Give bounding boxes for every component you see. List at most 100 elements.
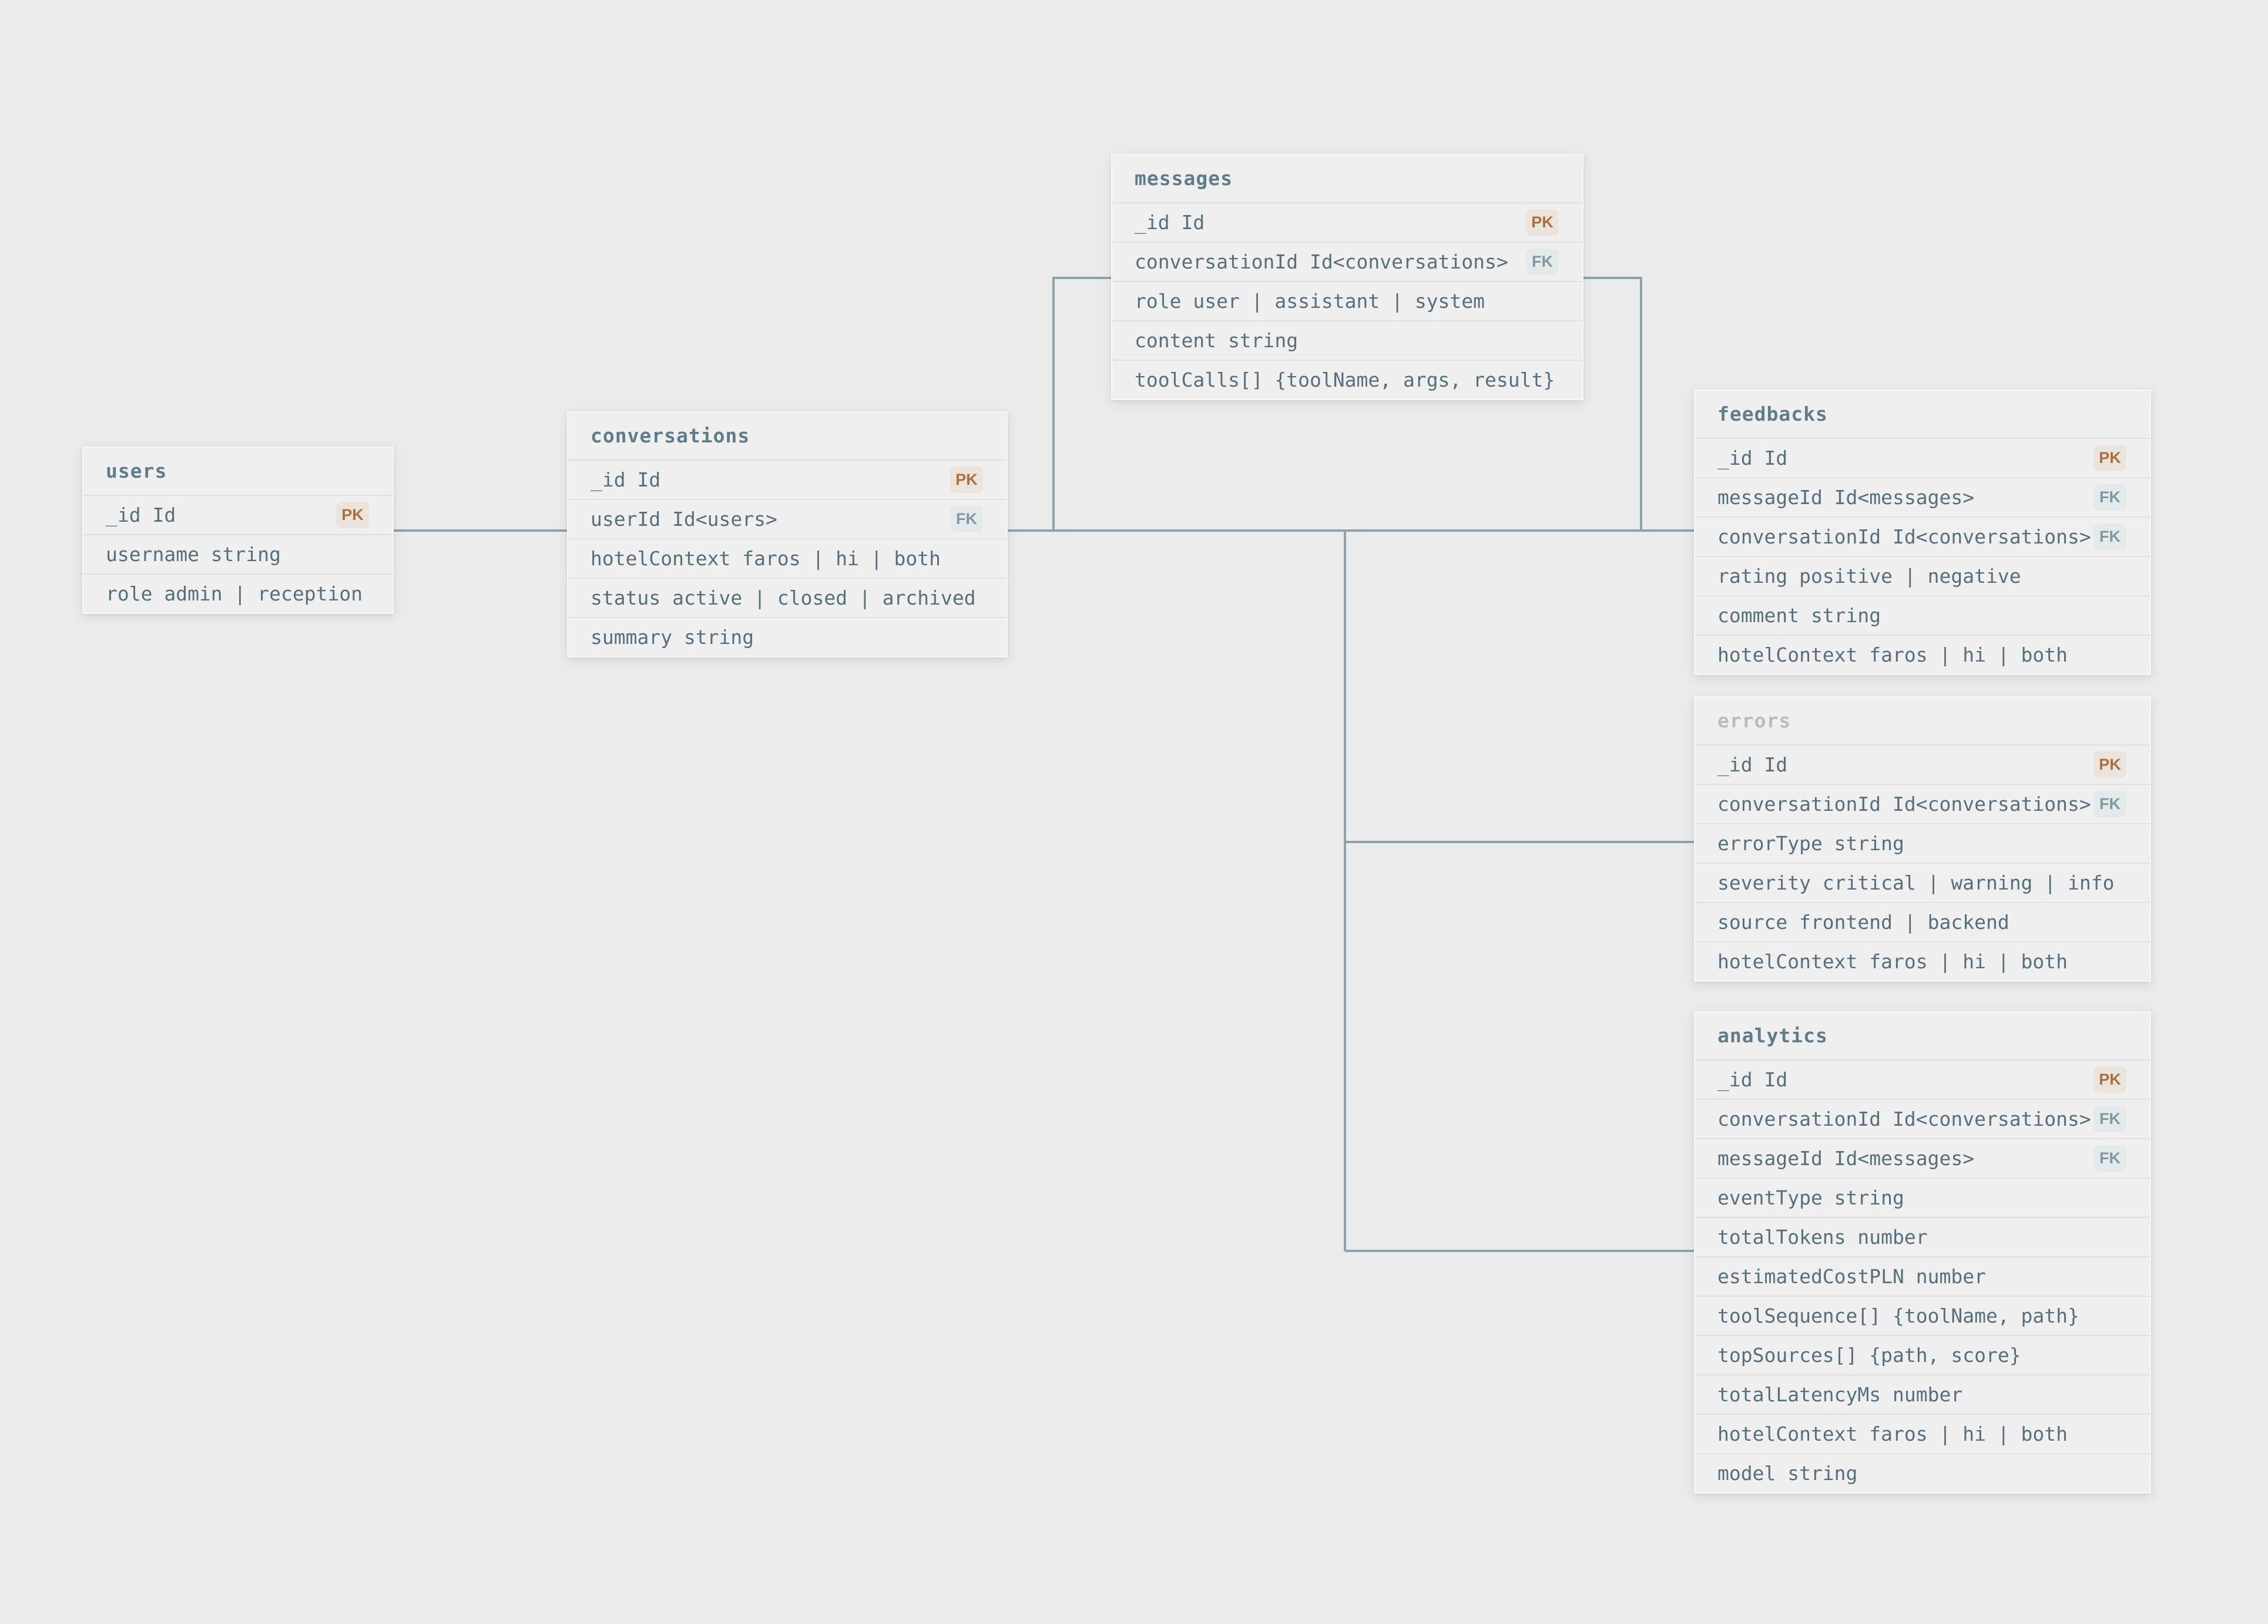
field-row: rating positive | negative bbox=[1695, 556, 2150, 595]
field-text: toolSequence[] {toolName, path} bbox=[1717, 1304, 2079, 1327]
field-row: eventType string bbox=[1695, 1177, 2150, 1217]
entity-users[interactable]: users _id Id PK username string role adm… bbox=[82, 447, 394, 614]
field-text: _id Id bbox=[1135, 211, 1205, 234]
entity-users-title: users bbox=[106, 459, 167, 482]
field-row: estimatedCostPLN number bbox=[1695, 1256, 2150, 1296]
field-text: rating positive | negative bbox=[1717, 565, 2021, 588]
field-row: userId Id<users> FK bbox=[568, 499, 1006, 538]
field-row: username string bbox=[83, 534, 392, 573]
entity-messages[interactable]: messages _id Id PK conversationId Id<con… bbox=[1111, 154, 1583, 400]
field-text: content string bbox=[1135, 329, 1299, 352]
entity-analytics-title: analytics bbox=[1717, 1024, 1828, 1047]
field-row: _id Id PK bbox=[1695, 1059, 2150, 1099]
field-row: toolSequence[] {toolName, path} bbox=[1695, 1296, 2150, 1335]
field-row: topSources[] {path, score} bbox=[1695, 1335, 2150, 1374]
field-text: summary string bbox=[591, 626, 754, 649]
field-row: totalLatencyMs number bbox=[1695, 1374, 2150, 1414]
field-row: messageId Id<messages> FK bbox=[1695, 1138, 2150, 1177]
field-text: role admin | reception bbox=[106, 582, 363, 605]
field-text: severity critical | warning | info bbox=[1717, 871, 2115, 894]
field-text: conversationId Id<conversations> bbox=[1717, 1108, 2091, 1130]
field-text: status active | closed | archived bbox=[591, 586, 976, 609]
field-row: source frontend | backend bbox=[1695, 902, 2150, 941]
field-text: _id Id bbox=[1717, 447, 1788, 469]
wire-messages-right bbox=[1583, 277, 1642, 531]
pk-badge: PK bbox=[1526, 209, 1559, 236]
field-row: status active | closed | archived bbox=[568, 578, 1006, 617]
fk-badge: FK bbox=[2093, 1145, 2126, 1172]
field-text: totalLatencyMs number bbox=[1717, 1383, 1963, 1406]
field-text: comment string bbox=[1717, 604, 1881, 627]
field-row: comment string bbox=[1695, 595, 2150, 635]
field-row: _id Id PK bbox=[568, 459, 1006, 499]
field-row: _id Id PK bbox=[83, 495, 392, 534]
field-text: role user | assistant | system bbox=[1135, 290, 1485, 313]
field-text: totalTokens number bbox=[1717, 1226, 1928, 1249]
fk-badge: FK bbox=[2093, 484, 2126, 511]
field-row: hotelContext faros | hi | both bbox=[1695, 941, 2150, 981]
fk-badge: FK bbox=[1526, 249, 1559, 275]
field-text: conversationId Id<conversations> bbox=[1717, 793, 2091, 816]
pk-badge: PK bbox=[950, 467, 983, 493]
entity-messages-title: messages bbox=[1135, 167, 1233, 190]
entity-errors[interactable]: errors _id Id PK conversationId Id<conve… bbox=[1694, 696, 2151, 982]
field-text: _id Id bbox=[1717, 1068, 1788, 1091]
field-text: _id Id bbox=[1717, 753, 1788, 776]
field-text: _id Id bbox=[591, 468, 661, 491]
field-row: messageId Id<messages> FK bbox=[1695, 477, 2150, 516]
pk-badge: PK bbox=[336, 502, 369, 528]
fk-badge: FK bbox=[2093, 791, 2126, 817]
field-text: hotelContext faros | hi | both bbox=[591, 547, 941, 570]
field-text: toolCalls[] {toolName, args, result} bbox=[1135, 368, 1555, 391]
field-text: hotelContext faros | hi | both bbox=[1717, 1422, 2068, 1445]
field-row: conversationId Id<conversations> FK bbox=[1695, 516, 2150, 556]
field-row: conversationId Id<conversations> FK bbox=[1695, 1099, 2150, 1138]
field-text: hotelContext faros | hi | both bbox=[1717, 643, 2068, 666]
field-text: source frontend | backend bbox=[1717, 911, 2009, 934]
field-row: hotelContext faros | hi | both bbox=[1695, 635, 2150, 674]
pk-badge: PK bbox=[2093, 751, 2126, 778]
field-row: toolCalls[] {toolName, args, result} bbox=[1112, 360, 1582, 399]
entity-analytics[interactable]: analytics _id Id PK conversationId Id<co… bbox=[1694, 1011, 2151, 1494]
field-row: summary string bbox=[568, 617, 1006, 656]
field-text: model string bbox=[1717, 1462, 1858, 1485]
field-text: errorType string bbox=[1717, 832, 1904, 855]
field-text: eventType string bbox=[1717, 1186, 1904, 1209]
entity-errors-title: errors bbox=[1717, 709, 1791, 732]
field-row: role admin | reception bbox=[83, 573, 392, 613]
field-row: conversationId Id<conversations> FK bbox=[1695, 784, 2150, 823]
field-text: topSources[] {path, score} bbox=[1717, 1344, 2021, 1367]
entity-conversations[interactable]: conversations _id Id PK userId Id<users>… bbox=[567, 411, 1008, 657]
field-row: totalTokens number bbox=[1695, 1217, 2150, 1256]
field-text: userId Id<users> bbox=[591, 508, 777, 531]
entity-feedbacks-title: feedbacks bbox=[1717, 402, 1828, 425]
field-text: conversationId Id<conversations> bbox=[1135, 250, 1508, 273]
fk-badge: FK bbox=[950, 506, 983, 532]
field-row: hotelContext faros | hi | both bbox=[1695, 1414, 2150, 1453]
field-text: hotelContext faros | hi | both bbox=[1717, 950, 2068, 973]
fk-badge: FK bbox=[2093, 1106, 2126, 1132]
field-text: messageId Id<messages> bbox=[1717, 1147, 1975, 1170]
field-text: username string bbox=[106, 543, 281, 566]
field-row: _id Id PK bbox=[1695, 438, 2150, 477]
field-row: _id Id PK bbox=[1112, 202, 1582, 241]
pk-badge: PK bbox=[2093, 1066, 2126, 1093]
field-row: content string bbox=[1112, 320, 1582, 360]
pk-badge: PK bbox=[2093, 445, 2126, 471]
field-row: severity critical | warning | info bbox=[1695, 863, 2150, 902]
field-row: errorType string bbox=[1695, 823, 2150, 863]
field-text: conversationId Id<conversations> bbox=[1717, 525, 2091, 548]
field-row: _id Id PK bbox=[1695, 744, 2150, 784]
field-row: conversationId Id<conversations> FK bbox=[1112, 241, 1582, 281]
field-text: estimatedCostPLN number bbox=[1717, 1265, 1986, 1288]
field-text: _id Id bbox=[106, 504, 176, 526]
fk-badge: FK bbox=[2093, 524, 2126, 550]
field-text: messageId Id<messages> bbox=[1717, 486, 1975, 509]
wire-messages-left bbox=[1052, 277, 1111, 531]
field-row: hotelContext faros | hi | both bbox=[568, 538, 1006, 578]
entity-conversations-title: conversations bbox=[591, 424, 750, 447]
field-row: role user | assistant | system bbox=[1112, 281, 1582, 320]
entity-feedbacks[interactable]: feedbacks _id Id PK messageId Id<message… bbox=[1694, 390, 2151, 675]
